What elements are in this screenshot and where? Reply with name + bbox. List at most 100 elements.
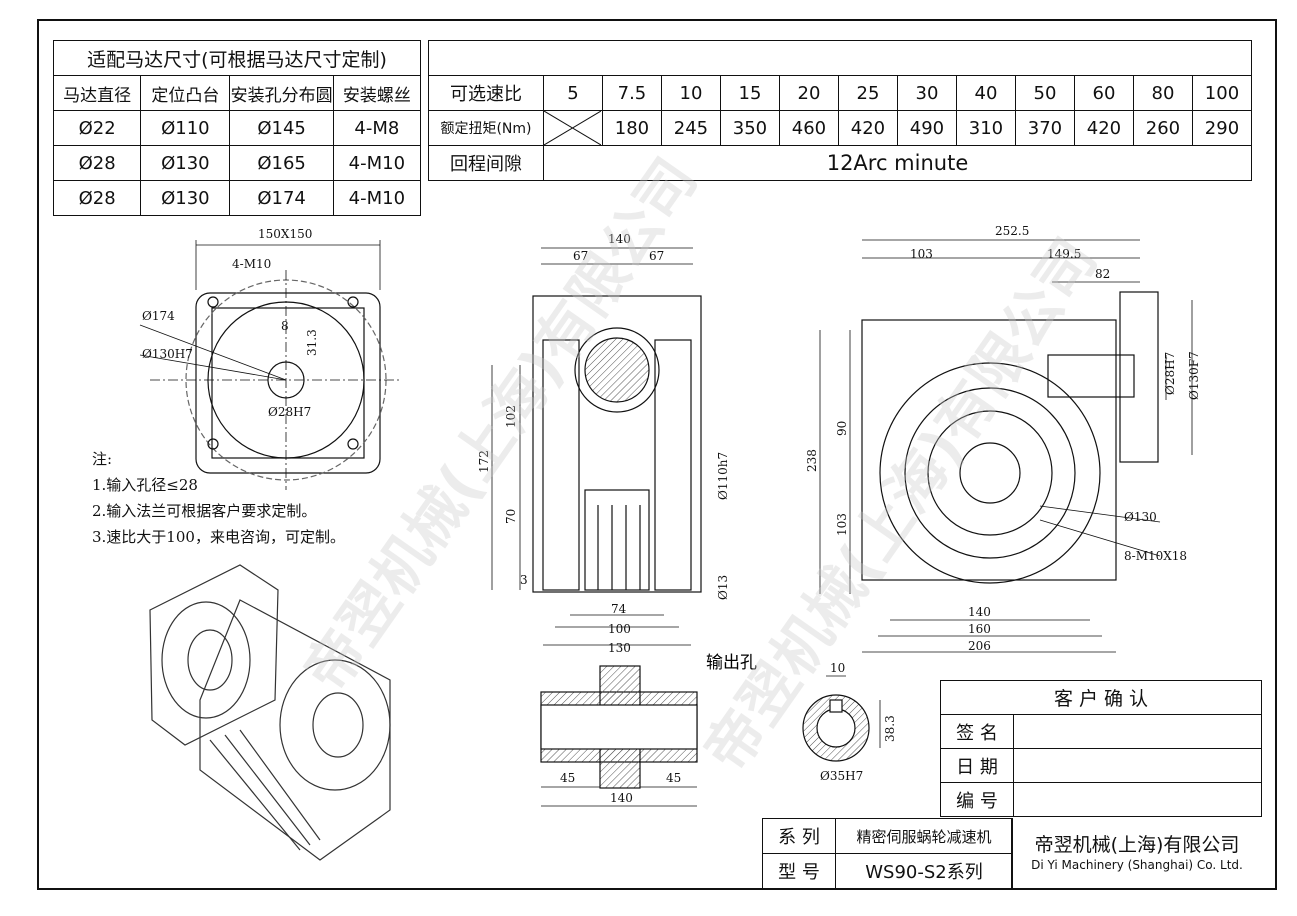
motor-cell: Ø28 bbox=[52, 145, 142, 181]
torque-cell: 245 bbox=[660, 110, 721, 146]
keyway-section bbox=[802, 675, 881, 762]
dim-label: 206 bbox=[968, 639, 991, 653]
front-view bbox=[819, 239, 1193, 653]
torque-cell: 290 bbox=[1191, 110, 1253, 146]
note-item: 3.速比大于100，来电咨询，可定制。 bbox=[92, 528, 345, 546]
dim-label: 10 bbox=[830, 661, 845, 675]
series-value: 精密伺服蜗轮减速机 bbox=[835, 818, 1013, 854]
torque-label: 额定扭矩(Nm) bbox=[428, 110, 544, 146]
ratio-cell: 40 bbox=[955, 75, 1016, 111]
dim-label: 31.3 bbox=[305, 329, 319, 356]
side-view bbox=[491, 247, 702, 646]
dim-label: 103 bbox=[835, 513, 849, 536]
motor-cell: Ø130 bbox=[140, 145, 231, 181]
dim-label: 252.5 bbox=[995, 224, 1029, 238]
ratio-cell: 15 bbox=[719, 75, 780, 111]
note-item: 1.输入孔径≤28 bbox=[92, 476, 198, 494]
motor-row: Ø28 Ø130 Ø165 4-M10 bbox=[52, 145, 422, 181]
motor-row: Ø28 Ø130 Ø174 4-M10 bbox=[52, 180, 422, 216]
notes-title: 注: bbox=[92, 450, 113, 468]
dim-label: 160 bbox=[968, 622, 991, 636]
company-name-en: Di Yi Machinery (Shanghai) Co. Ltd. bbox=[1031, 858, 1243, 873]
torque-cell: 370 bbox=[1014, 110, 1075, 146]
sign-field bbox=[1013, 714, 1262, 749]
ratio-cell: 30 bbox=[896, 75, 957, 111]
dim-label: 67 bbox=[649, 249, 664, 263]
company-name-cn: 帝翌机械(上海)有限公司 bbox=[1034, 834, 1240, 857]
date-label: 日 期 bbox=[940, 748, 1014, 783]
dim-label: Ø28H7 bbox=[1163, 352, 1177, 395]
dim-label: 149.5 bbox=[1047, 247, 1081, 261]
dim-label: 100 bbox=[608, 622, 631, 636]
dim-label: Ø130 bbox=[1124, 510, 1157, 524]
torque-na-cell bbox=[542, 110, 603, 146]
motor-cell: Ø22 bbox=[52, 110, 142, 146]
ratio-cell: 60 bbox=[1073, 75, 1134, 111]
dim-label: 8-M10X18 bbox=[1124, 549, 1187, 563]
dim-label: Ø174 bbox=[142, 309, 175, 323]
motor-cell: Ø174 bbox=[229, 180, 334, 216]
dim-label: 90 bbox=[835, 421, 849, 436]
ratio-cell: 25 bbox=[837, 75, 898, 111]
backlash-value: 12Arc minute bbox=[542, 145, 1253, 181]
ratio-torque-table: 可选速比 5 7.5 10 15 20 25 30 40 50 60 80 10… bbox=[428, 40, 1253, 181]
dim-label: Ø130H7 bbox=[142, 347, 193, 361]
motor-cell: Ø130 bbox=[140, 180, 231, 216]
dim-label: 238 bbox=[805, 449, 819, 472]
dim-label: 8 bbox=[281, 319, 289, 333]
backlash-label: 回程间隙 bbox=[428, 145, 544, 181]
drawing-frame bbox=[37, 19, 1277, 890]
motor-cell: 4-M10 bbox=[332, 180, 422, 216]
ratio-cell: 80 bbox=[1132, 75, 1193, 111]
dim-label: Ø13 bbox=[716, 575, 730, 600]
code-label: 编 号 bbox=[940, 782, 1014, 817]
dim-label: Ø110h7 bbox=[716, 452, 730, 500]
dim-label: Ø35H7 bbox=[820, 769, 863, 783]
ratio-cell: 5 bbox=[542, 75, 603, 111]
motor-header-diameter: 马达直径 bbox=[52, 75, 142, 111]
motor-cell: 4-M8 bbox=[332, 110, 422, 146]
dim-label: 150X150 bbox=[258, 227, 312, 241]
dim-label: 82 bbox=[1095, 267, 1110, 281]
series-block: 系 列 精密伺服蜗轮减速机 帝翌机械(上海)有限公司 Di Yi Machine… bbox=[762, 818, 1261, 889]
dim-label: 45 bbox=[560, 771, 575, 785]
dim-label: 130 bbox=[608, 641, 631, 655]
ratio-cell: 100 bbox=[1191, 75, 1253, 111]
model-label: 型 号 bbox=[762, 853, 836, 889]
dim-label: 103 bbox=[910, 247, 933, 261]
dim-label: 4-M10 bbox=[232, 257, 271, 271]
dim-label: 140 bbox=[968, 605, 991, 619]
ratio-cell: 10 bbox=[660, 75, 721, 111]
sign-label: 签 名 bbox=[940, 714, 1014, 749]
motor-cell: Ø28 bbox=[52, 180, 142, 216]
note-item: 2.输入法兰可根据客户要求定制。 bbox=[92, 502, 317, 520]
dim-label: 67 bbox=[573, 249, 588, 263]
torque-cell: 310 bbox=[955, 110, 1016, 146]
code-field bbox=[1013, 782, 1262, 817]
dim-label: Ø130F7 bbox=[1187, 351, 1201, 400]
dim-label: 172 bbox=[477, 450, 491, 473]
dim-label: 45 bbox=[666, 771, 681, 785]
isometric-view bbox=[149, 564, 391, 861]
motor-size-table: 适配马达尺寸(可根据马达尺寸定制) 马达直径 定位凸台 安装孔分布圆 安装螺丝 … bbox=[52, 40, 422, 216]
motor-cell: 4-M10 bbox=[332, 145, 422, 181]
output-hole-label: 输出孔 bbox=[706, 653, 757, 673]
model-value: WS90-S2系列 bbox=[835, 853, 1013, 889]
title-divider bbox=[1011, 818, 1013, 889]
ratio-cell: 50 bbox=[1014, 75, 1075, 111]
date-field bbox=[1013, 748, 1262, 783]
dim-label: 38.3 bbox=[883, 715, 897, 742]
output-shaft-section bbox=[540, 665, 698, 807]
torque-cell: 350 bbox=[719, 110, 780, 146]
dim-label: 3 bbox=[520, 573, 528, 587]
title-block: 客 户 确 认 签 名 日 期 编 号 bbox=[762, 680, 1262, 817]
dim-label: 140 bbox=[610, 791, 633, 805]
cross-icon bbox=[543, 111, 601, 145]
motor-cell: Ø145 bbox=[229, 110, 334, 146]
customer-confirm-title: 客 户 确 认 bbox=[940, 680, 1262, 715]
ratio-cell: 20 bbox=[778, 75, 839, 111]
dim-label: 74 bbox=[611, 602, 627, 616]
dim-label: 102 bbox=[504, 405, 518, 428]
dim-label: 70 bbox=[504, 509, 518, 524]
series-label: 系 列 bbox=[762, 818, 836, 854]
